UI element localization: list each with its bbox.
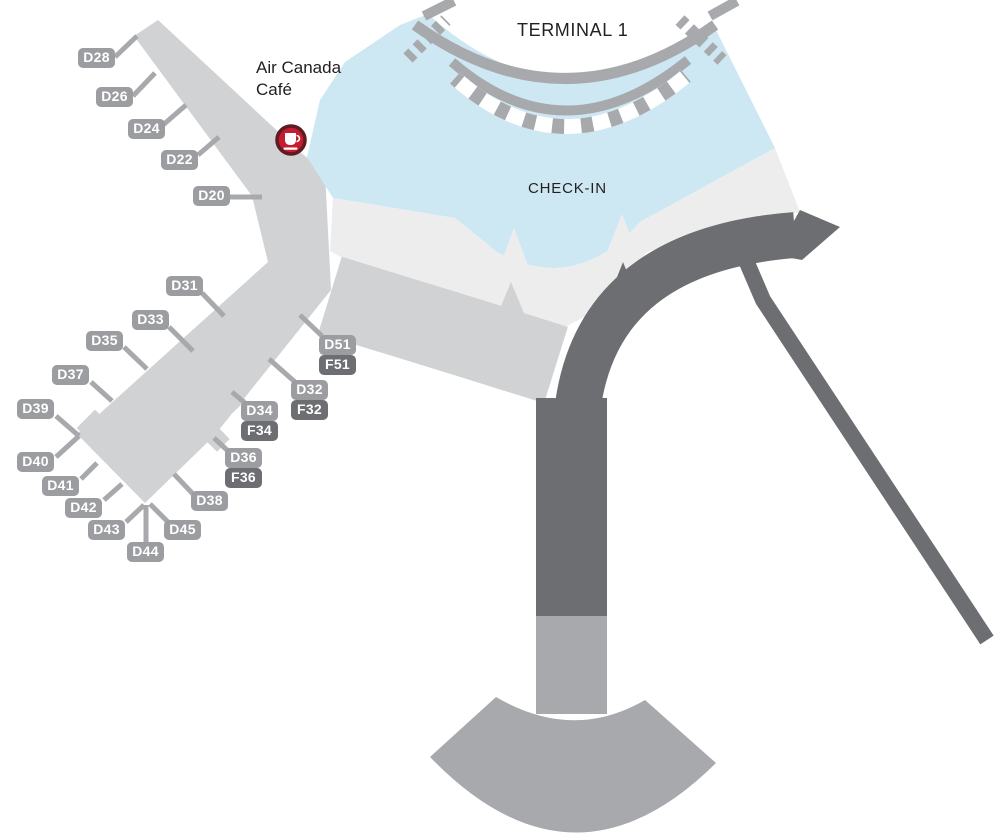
dark-band-head	[775, 210, 840, 260]
gate-label-d45: D45	[164, 520, 201, 540]
terminal-title: TERMINAL 1	[517, 20, 629, 40]
gate-label-d24: D24	[128, 119, 165, 139]
cafe-label-line2: Café	[256, 80, 292, 99]
central-corridor-dark	[536, 398, 607, 618]
terminal-front-corner-left	[421, 0, 457, 21]
gate-label-d40: D40	[17, 452, 54, 472]
light-sawtooth	[496, 282, 526, 318]
pale-sawtooth-right	[607, 214, 637, 252]
gate-label-f36: F36	[225, 468, 262, 488]
gate-label-d41: D41	[42, 476, 79, 496]
cafe-label-line1: Air Canada	[256, 58, 342, 77]
gate-label-d51: D51	[319, 335, 356, 355]
pale-sawtooth-left	[499, 228, 529, 268]
gate-label-d28: D28	[78, 48, 115, 68]
crosswalk-left	[403, 15, 451, 63]
gate-label-f34: F34	[241, 421, 278, 441]
gate-label-f51: F51	[319, 355, 356, 375]
gate-stub-gaps	[450, 70, 691, 134]
gate-label-d33: D33	[132, 310, 169, 330]
gate-label-d43: D43	[88, 520, 125, 540]
terminal-front-outer-arc	[411, 20, 719, 84]
gate-label-d35: D35	[86, 331, 123, 351]
gate-label-d39: D39	[17, 399, 54, 419]
pier-d	[77, 20, 331, 503]
concourse-band-light	[318, 256, 568, 404]
gate-label-d26: D26	[96, 87, 133, 107]
concourse-band-pale	[330, 148, 800, 327]
gate-leader-lines	[54, 34, 324, 546]
terminal-front-corner-right	[707, 0, 740, 21]
gate-label-d34: D34	[241, 401, 278, 421]
gate-label-d32: D32	[291, 380, 328, 400]
pier-e-spur	[737, 254, 994, 645]
pier-bump-d39	[76, 409, 114, 447]
central-corridor-light	[536, 616, 607, 714]
gate-label-d36: D36	[225, 448, 262, 468]
coffee-cup-icon	[283, 133, 301, 150]
gate-label-d37: D37	[52, 365, 89, 385]
gate-label-d22: D22	[161, 150, 198, 170]
cafe-label: Air Canada Café	[256, 57, 341, 101]
terminal-front-inner-arc	[448, 56, 692, 116]
gate-label-d42: D42	[65, 498, 102, 518]
check-in-area-label: CHECK-IN	[528, 180, 607, 197]
gate-label-f32: F32	[291, 400, 328, 420]
cafe-marker[interactable]	[275, 124, 307, 156]
dark-sawtooth	[608, 262, 638, 300]
gate-label-d20: D20	[193, 186, 230, 206]
crosswalk-right	[675, 15, 727, 65]
gate-label-d31: D31	[166, 276, 203, 296]
concourse-band-dark	[555, 212, 797, 409]
satellite-fan	[430, 697, 716, 833]
gate-label-d44: D44	[127, 542, 164, 562]
gate-label-d38: D38	[191, 491, 228, 511]
pier-bump-d34	[220, 387, 246, 413]
